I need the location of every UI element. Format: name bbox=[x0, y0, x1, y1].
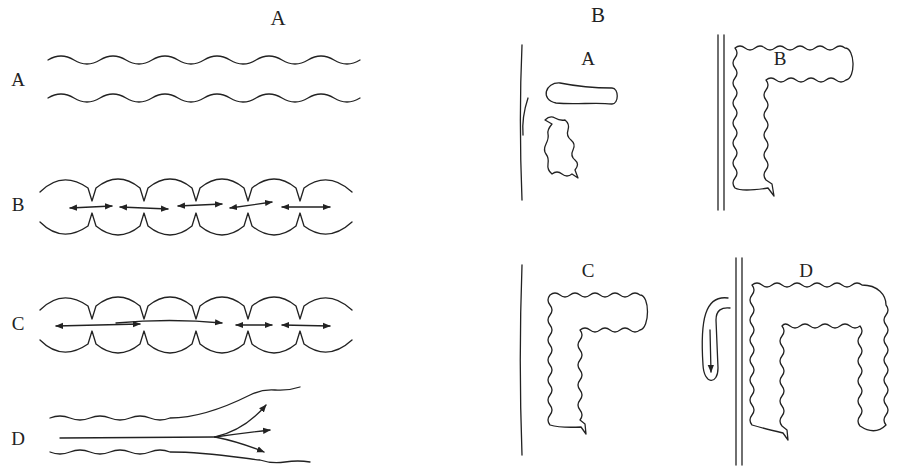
body-line bbox=[735, 258, 736, 465]
figure-label: A bbox=[581, 49, 595, 68]
flow-arrows bbox=[60, 405, 270, 452]
tube-wall bbox=[50, 387, 300, 420]
body-line bbox=[741, 258, 742, 465]
figure-label: D bbox=[799, 261, 813, 280]
panel-label: A bbox=[270, 8, 285, 29]
wavy-wall bbox=[48, 94, 360, 102]
sigmoid-loop bbox=[702, 298, 730, 381]
colon-outline bbox=[548, 293, 648, 434]
flow-arrows bbox=[56, 321, 330, 327]
flow-arrows bbox=[70, 202, 330, 209]
colon-outline bbox=[750, 283, 888, 440]
row-label: D bbox=[11, 429, 25, 448]
body-line bbox=[523, 98, 528, 135]
colon-outline bbox=[733, 46, 853, 196]
body-line bbox=[723, 35, 724, 210]
segment-wall bbox=[40, 213, 352, 235]
body-line bbox=[717, 35, 718, 210]
row-label: C bbox=[12, 314, 25, 333]
panel-label: B bbox=[591, 5, 605, 26]
segment-wall bbox=[40, 297, 352, 319]
row-label: A bbox=[11, 70, 25, 89]
body-line bbox=[521, 265, 523, 455]
figure-label: B bbox=[774, 49, 787, 68]
segment-wall bbox=[40, 179, 352, 201]
tube-loop bbox=[546, 83, 617, 104]
segment-wall bbox=[40, 331, 352, 353]
colon-blob bbox=[545, 117, 579, 178]
flow-arrows bbox=[710, 330, 711, 372]
tube-wall bbox=[50, 450, 310, 463]
row-label: B bbox=[12, 195, 25, 214]
wavy-wall bbox=[48, 56, 360, 64]
body-line bbox=[521, 45, 523, 200]
figure-label: C bbox=[582, 261, 595, 280]
